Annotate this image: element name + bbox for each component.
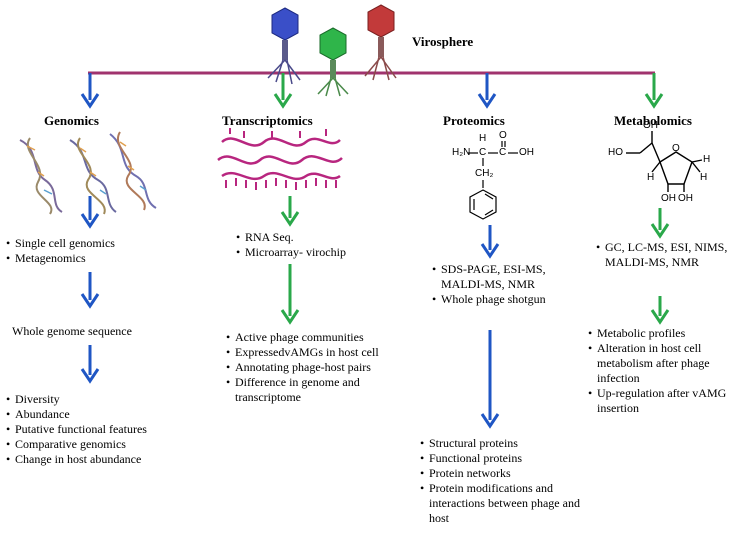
rna-teeth	[225, 128, 337, 190]
list-item: Change in host abundance	[6, 452, 147, 467]
arrow-metabolomics-2	[650, 296, 670, 325]
proteomics-stage1: SDS-PAGE, ESI-MS, MALDI-MS, NMR Whole ph…	[432, 262, 552, 307]
chem-oh-2: OH	[678, 193, 693, 204]
list-item: Abundance	[6, 407, 147, 422]
rna-strands-icon	[217, 137, 343, 181]
arrow-proteomics-1	[480, 225, 500, 259]
chem-oh: OH	[519, 147, 534, 158]
chem-c-alpha: C	[479, 147, 487, 158]
arrow-to-genomics	[80, 73, 100, 109]
list-item: Functional proteins	[420, 451, 600, 466]
sugar-structure	[626, 131, 703, 192]
chem-h-2: H	[700, 172, 708, 183]
list-item: ExpressedvAMGs in host cell	[226, 345, 426, 360]
arrow-genomics-1	[80, 196, 100, 229]
phage-blue-icon	[267, 7, 301, 85]
list-item: Up-regulation after vAMG insertion	[588, 386, 736, 416]
phage-red-icon	[364, 4, 397, 81]
chem-ho: HO	[608, 147, 623, 158]
list-item: SDS-PAGE, ESI-MS, MALDI-MS, NMR	[432, 262, 552, 292]
list-item: RNA Seq.	[236, 230, 346, 245]
arrow-proteomics-2	[480, 330, 500, 429]
chem-ring-o: O	[672, 143, 680, 154]
genomics-stage2: Whole genome sequence	[12, 324, 132, 338]
arrow-genomics-2	[80, 272, 100, 309]
chem-oh-top: OH	[643, 120, 658, 131]
list-item: Metagenomics	[6, 251, 115, 266]
arrow-to-metabolomics	[644, 73, 664, 109]
proteomics-title: Proteomics	[443, 113, 505, 128]
metabolomics-stage2: Metabolic profiles Alteration in host ce…	[588, 326, 736, 416]
transcriptomics-title: Transcriptomics	[222, 113, 313, 128]
list-item: Difference in genome and transcriptome	[226, 375, 426, 405]
list-item: Comparative genomics	[6, 437, 147, 452]
list-item: Protein networks	[420, 466, 600, 481]
metabolomics-title: Metabolomics	[614, 113, 692, 128]
dna-helix-icon	[19, 131, 157, 215]
list-item: Protein modifications and interactions b…	[420, 481, 600, 526]
arrow-to-proteomics	[477, 73, 497, 109]
list-item: Alteration in host cell metabolism after…	[588, 341, 736, 386]
chem-o: O	[499, 130, 507, 141]
list-item: Putative functional features	[6, 422, 147, 437]
genomics-title: Genomics	[44, 113, 99, 128]
metabolomics-stage1: GC, LC-MS, ESI, NIMS, MALDI-MS, NMR	[596, 240, 736, 270]
virosphere-label: Virosphere	[412, 34, 474, 49]
arrow-metabolomics-1	[650, 208, 670, 239]
list-item: Whole phage shotgun	[432, 292, 552, 307]
genomics-stage1: Single cell genomics Metagenomics	[6, 236, 115, 266]
arrow-transcriptomics-2	[280, 264, 300, 325]
arrow-transcriptomics-1	[280, 196, 300, 227]
transcriptomics-stage1: RNA Seq. Microarray- virochip	[236, 230, 346, 260]
list-item: Annotating phage-host pairs	[226, 360, 426, 375]
phage-green-icon	[317, 27, 349, 97]
list-item: Structural proteins	[420, 436, 600, 451]
chem-h-3: H	[703, 154, 711, 165]
arrow-genomics-3	[80, 345, 100, 384]
list-item: Microarray- virochip	[236, 245, 346, 260]
arrow-to-transcriptomics	[273, 73, 293, 109]
genomics-stage3: Diversity Abundance Putative functional …	[6, 392, 147, 467]
phenylalanine-structure	[468, 141, 518, 220]
proteomics-stage2: Structural proteins Functional proteins …	[420, 436, 600, 526]
chem-h-alpha: H	[479, 133, 487, 144]
chem-h2n: H₂N	[452, 147, 471, 158]
chem-h-1: H	[647, 172, 655, 183]
list-item: Active phage communities	[226, 330, 426, 345]
transcriptomics-stage2: Active phage communities ExpressedvAMGs …	[226, 330, 426, 405]
list-item: Diversity	[6, 392, 147, 407]
list-item: Single cell genomics	[6, 236, 115, 251]
chem-c-carboxyl: C	[499, 147, 507, 158]
list-item: Metabolic profiles	[588, 326, 736, 341]
chem-oh-1: OH	[661, 193, 676, 204]
chem-ch2: CH₂	[475, 168, 494, 179]
list-item: GC, LC-MS, ESI, NIMS, MALDI-MS, NMR	[596, 240, 736, 270]
